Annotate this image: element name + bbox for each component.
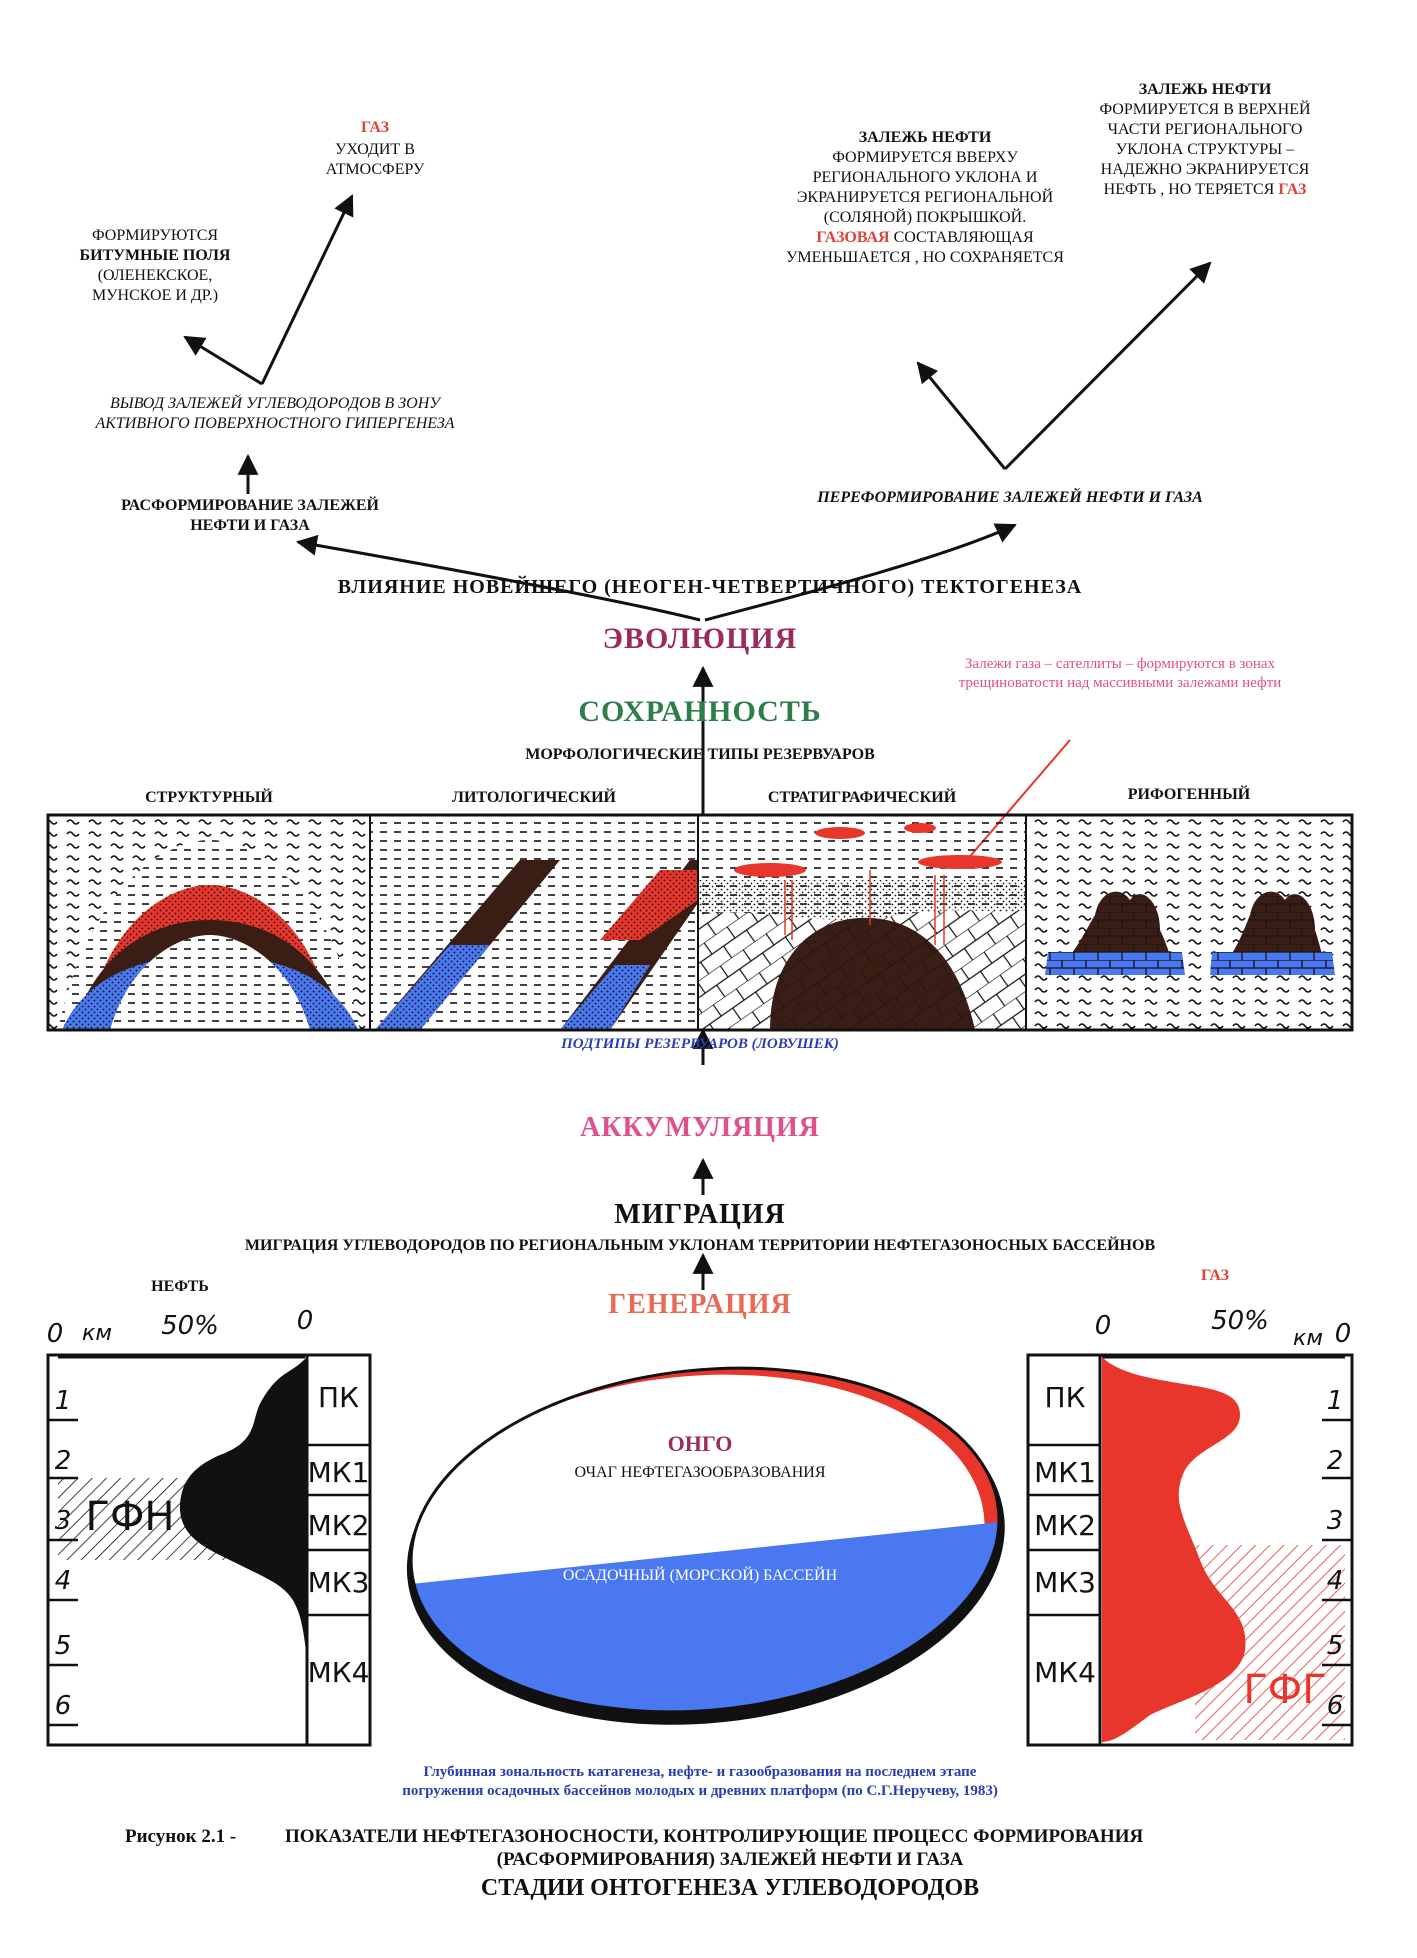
oil2-gas-word: ГАЗ <box>1278 181 1307 198</box>
oil1-title: ЗАЛЕЖЬ НЕФТИ <box>858 129 992 146</box>
oil-deposit-2: ЗАЛЕЖЬ НЕФТИ ФОРМИРУЕТСЯ В ВЕРХНЕЙ ЧАСТИ… <box>1080 80 1330 200</box>
gas-chart-title: ГАЗ <box>1200 1267 1230 1284</box>
gas-gfg-label: ГФГ <box>1243 1667 1327 1713</box>
oil-chart-title: НЕФТЬ <box>151 1278 209 1295</box>
gas-escape-text: УХОДИТ В АТМОСФЕРУ <box>325 141 425 178</box>
type-structural: СТРУКТУРНЫЙ <box>145 789 273 806</box>
panel-reef <box>1026 815 1352 1030</box>
gas-zone-mk1: МК1 <box>1034 1456 1096 1489</box>
gas-axis-km: км <box>1293 1326 1323 1351</box>
oil-depth-6: 6 <box>54 1691 72 1721</box>
stage-migration: МИГРАЦИЯ <box>614 1199 786 1230</box>
gas-depth-1: 1 <box>1326 1386 1344 1416</box>
caption-line-2: (РАСФОРМИРОВАНИЯ) ЗАЛЕЖЕЙ НЕФТИ И ГАЗА <box>496 1849 964 1870</box>
gas-zone-pk: ПК <box>1044 1381 1086 1414</box>
stage-preservation: СОХРАННОСТЬ <box>578 695 822 728</box>
oil2-title: ЗАЛЕЖЬ НЕФТИ <box>1138 81 1272 98</box>
bitumen-text: ФОРМИРУЮТСЯ БИТУМНЫЕ ПОЛЯ (ОЛЕНЕКСКОЕ, М… <box>60 226 250 306</box>
panel-lithological <box>370 815 698 1030</box>
bitumen-bold: БИТУМНЫЕ ПОЛЯ <box>79 247 231 264</box>
type-reef: РИФОГЕННЫЙ <box>1127 786 1251 803</box>
stage-accumulation: АККУМУЛЯЦИЯ <box>580 1112 820 1143</box>
arrow-to-reform <box>704 523 1017 622</box>
bitumen-pre: ФОРМИРУЮТСЯ <box>91 227 219 244</box>
gas-depth-3: 3 <box>1326 1506 1344 1536</box>
gas-zone-mk2: МК2 <box>1034 1509 1096 1542</box>
stage-generation: ГЕНЕРАЦИЯ <box>608 1289 792 1320</box>
gas-depth-2: 2 <box>1326 1446 1344 1476</box>
type-lithological: ЛИТОЛОГИЧЕСКИЙ <box>452 789 616 806</box>
oil-zone-mk3: МК3 <box>307 1566 370 1599</box>
arrow-to-atmosphere <box>260 194 354 385</box>
arrow-to-oil1 <box>916 361 1007 470</box>
oil-axis-end: 0 <box>296 1306 314 1336</box>
oil-zone-pk: ПК <box>318 1381 359 1414</box>
oil-depth-1: 1 <box>54 1386 72 1416</box>
oil-axis-50: 50% <box>161 1311 219 1341</box>
onho-center-text: ОЧАГ НЕФТЕГАЗООБРАЗОВАНИЯ <box>574 1464 826 1481</box>
source-note-2: погружения осадочных бассейнов молодых и… <box>402 1783 998 1799</box>
arrow-to-bitumen <box>183 335 263 386</box>
morph-types-title: МОРФОЛОГИЧЕСКИЕ ТИПЫ РЕЗЕРВУАРОВ <box>525 746 875 763</box>
oil-axis-zero: 0 <box>46 1319 64 1349</box>
gas-depth-5: 5 <box>1326 1631 1344 1661</box>
reservoir-panels <box>46 813 1354 1032</box>
panel-stratigraphic <box>698 815 1026 1030</box>
reform-label: ПЕРЕФОРМИРОВАНИЕ ЗАЛЕЖЕЙ НЕФТИ И ГАЗА <box>817 489 1203 506</box>
gas-title: ГАЗ <box>360 119 390 136</box>
oil1-gas-word: ГАЗОВАЯ <box>816 229 890 246</box>
stage-evolution: ЭВОЛЮЦИЯ <box>602 622 798 655</box>
migration-text: МИГРАЦИЯ УГЛЕВОДОРОДОВ ПО РЕГИОНАЛЬНЫМ У… <box>244 1237 1156 1254</box>
oil-zone-mk2: МК2 <box>307 1509 370 1542</box>
oil-depth-5: 5 <box>54 1631 72 1661</box>
panel-structural <box>48 815 370 1030</box>
oil-gfn-label: ГФН <box>85 1494 175 1540</box>
oil-chart <box>46 1353 372 1747</box>
arrow-to-disband <box>295 534 701 622</box>
gas-axis-end: 0 <box>1334 1319 1352 1349</box>
oil1-gas-text: СОСТАВЛЯЮЩАЯ УМЕНЬШАЕТСЯ , НО СОХРАНЯЕТС… <box>786 229 1064 266</box>
onho-title: ОНГО <box>667 1431 733 1456</box>
hypergenesis-text: ВЫВОД ЗАЛЕЖЕЙ УГЛЕВОДОРОДОВ В ЗОНУ АКТИВ… <box>95 395 455 432</box>
oil-deposit-1: ЗАЛЕЖЬ НЕФТИ ФОРМИРУЕТСЯ ВВЕРХУ РЕГИОНАЛ… <box>780 128 1070 268</box>
caption-prefix: Рисунок 2.1 - <box>125 1826 237 1847</box>
oil-axis-km: км <box>82 1321 112 1346</box>
source-note-1: Глубинная зональность катагенеза, нефте-… <box>423 1764 977 1780</box>
oil2-text: ФОРМИРУЕТСЯ В ВЕРХНЕЙ ЧАСТИ РЕГИОНАЛЬНОГ… <box>1099 101 1311 198</box>
oil-zone-mk1: МК1 <box>307 1456 370 1489</box>
gas-zone-mk4: МК4 <box>1034 1656 1096 1689</box>
disband-label: РАСФОРМИРОВАНИЕ ЗАЛЕЖЕЙ НЕФТИ И ГАЗА <box>121 497 379 534</box>
gas-axis-50: 50% <box>1211 1306 1269 1336</box>
oil-depth-4: 4 <box>54 1566 72 1596</box>
gas-depth-4: 4 <box>1326 1566 1344 1596</box>
oil-zone-mk4: МК4 <box>307 1656 370 1689</box>
oil-depth-3: 3 <box>54 1506 72 1536</box>
arrow-to-oil2 <box>1003 261 1212 471</box>
oil1-text: ФОРМИРУЕТСЯ ВВЕРХУ РЕГИОНАЛЬНОГО УКЛОНА … <box>796 149 1054 226</box>
caption-line-1: ПОКАЗАТЕЛИ НЕФТЕГАЗОНОСНОСТИ, КОНТРОЛИРУ… <box>285 1826 1144 1847</box>
tectogenesis-label: ВЛИЯНИЕ НОВЕЙШЕГО (НЕОГЕН-ЧЕТВЕРТИЧНОГО)… <box>337 576 1083 598</box>
oil-curve <box>180 1357 307 1660</box>
satellite-note: Залежи газа – сателлиты – формируются в … <box>958 656 1282 691</box>
type-stratigraphic: СТРАТИГРАФИЧЕСКИЙ <box>767 789 957 806</box>
caption-line-3: СТАДИИ ОНТОГЕНЕЗА УГЛЕВОДОРОДОВ <box>480 1875 980 1901</box>
gas-curve <box>1102 1357 1246 1742</box>
oil-depth-2: 2 <box>54 1446 72 1476</box>
gas-zone-mk3: МК3 <box>1034 1566 1096 1599</box>
gas-chart <box>1026 1353 1354 1747</box>
onho-basin-text: ОСАДОЧНЫЙ (МОРСКОЙ) БАССЕЙН <box>562 1567 838 1584</box>
gas-depth-6: 6 <box>1326 1691 1344 1721</box>
onho-ellipse <box>393 1340 1017 1740</box>
gas-axis-zero: 0 <box>1094 1311 1112 1341</box>
bitumen-post: (ОЛЕНЕКСКОЕ, МУНСКОЕ И ДР.) <box>91 267 219 304</box>
subtypes-label: ПОДТИПЫ РЕЗЕРВУАРОВ (ЛОВУШЕК) <box>561 1036 839 1052</box>
